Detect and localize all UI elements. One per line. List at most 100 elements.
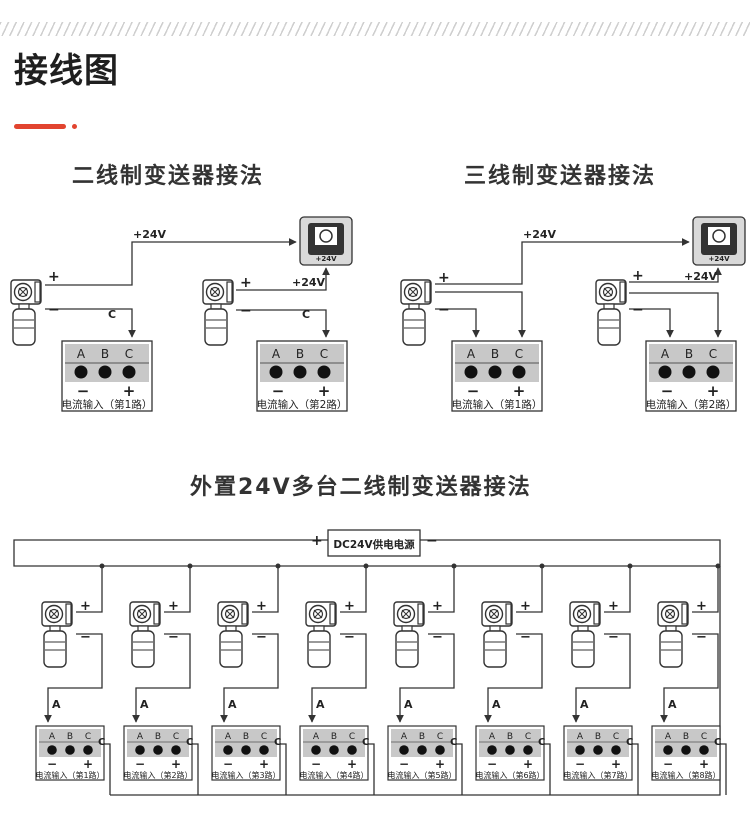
channel-label: 电流输入（第1路） [452,398,543,411]
plus-sign: + [432,599,443,614]
wire-24v [45,238,297,286]
terminal-letter: A [313,732,320,742]
wire-c [544,743,551,795]
title-accent-dot [72,124,77,129]
page-title: 接线图 [14,51,119,91]
terminal-letter: B [155,732,161,742]
terminal-screw [399,745,409,755]
terminal-screw [682,365,696,379]
terminal-a-label: A [580,698,589,711]
plus-sign: + [80,599,91,614]
gas-sensor-icon [217,601,249,668]
plus-sign: + [608,599,619,614]
terminal-screw [435,745,445,755]
channel-label: 电流输入（第3路） [211,770,280,780]
terminal-screw [663,745,673,755]
wire-c [192,743,199,795]
minus-sign: − [438,302,450,318]
minus-sign: − [661,382,674,400]
minus-sign: − [487,757,497,771]
terminal-letter: A [489,732,496,742]
terminal-letter: C [349,732,355,742]
terminal-letter: A [225,732,232,742]
wire-a [572,633,631,723]
wire-a [308,633,367,723]
plus-sign: + [83,757,93,771]
terminal-letter: A [577,732,584,742]
terminal-letter: B [507,732,513,742]
terminal-letter: C [125,347,133,361]
plus-sign: + [707,382,720,400]
terminal-c-label: C [186,737,193,748]
terminal-letter: A [49,732,56,742]
plus-sign: + [347,757,357,771]
channel-label: 电流输入（第1路） [62,398,153,411]
terminal-letter: C [525,732,531,742]
voltage-label: +24V [292,276,326,289]
terminal-screw [347,745,357,755]
terminal-screw [512,365,526,379]
terminal-screw [293,365,307,379]
minus-sign: − [632,302,644,318]
terminal-letter: C [515,347,523,361]
terminal-screw [311,745,321,755]
wire-24v [435,238,690,285]
terminal-letter: A [137,732,144,742]
plus-sign: + [344,599,355,614]
terminal-screw [505,745,515,755]
wire-plus-drop [164,566,191,613]
plus-sign: + [259,757,269,771]
terminal-c-label: C [450,737,457,748]
terminal-c-label: C [626,737,633,748]
terminal-letter: C [701,732,707,742]
terminal-screw [487,745,497,755]
gas-sensor-icon [10,279,42,346]
minus-sign: − [168,630,179,645]
power-supply-label: DC24V供电电源 [333,538,415,551]
wire-c [368,743,375,795]
plus-sign: + [123,382,136,400]
terminal-screw [464,365,478,379]
terminal-c-label: C [274,737,281,748]
psu-screen-icon [315,227,337,245]
terminal-letter: B [296,347,304,361]
terminal-screw [223,745,233,755]
minus-sign: − [432,630,443,645]
junction-dot [715,563,721,569]
wire-a [629,308,674,338]
plus-sign: + [48,269,60,285]
terminal-letter: B [595,732,601,742]
gas-sensor-icon [481,601,513,668]
decorative-hatch-band [0,22,750,36]
terminal-screw [122,365,136,379]
terminal-letter: C [173,732,179,742]
terminal-a-label: A [492,698,501,711]
terminal-screw [317,365,331,379]
gas-sensor-icon [305,601,337,668]
wire-a [132,633,191,723]
plus-sign: + [171,757,181,771]
plus-sign: + [696,599,707,614]
terminal-screw [488,365,502,379]
wire-c [104,743,111,795]
terminal-screw [575,745,585,755]
wire-a [435,308,480,338]
terminal-letter: B [683,732,689,742]
junction-dot [627,563,633,569]
plus-sign: + [438,270,450,286]
terminal-screw [681,745,691,755]
psu-voltage-label: +24V [708,255,730,263]
wire-c [45,308,136,338]
terminal-letter: B [101,347,109,361]
minus-sign: − [272,382,285,400]
minus-sign: − [135,757,145,771]
terminal-letter: C [261,732,267,742]
gas-sensor-icon [202,279,234,346]
plus-sign: + [311,533,323,549]
wire-24v [629,267,722,283]
terminal-letter: C [85,732,91,742]
terminal-c-label: C [302,308,310,321]
channel-label: 电流输入（第2路） [646,398,737,411]
wire-a [484,633,543,723]
